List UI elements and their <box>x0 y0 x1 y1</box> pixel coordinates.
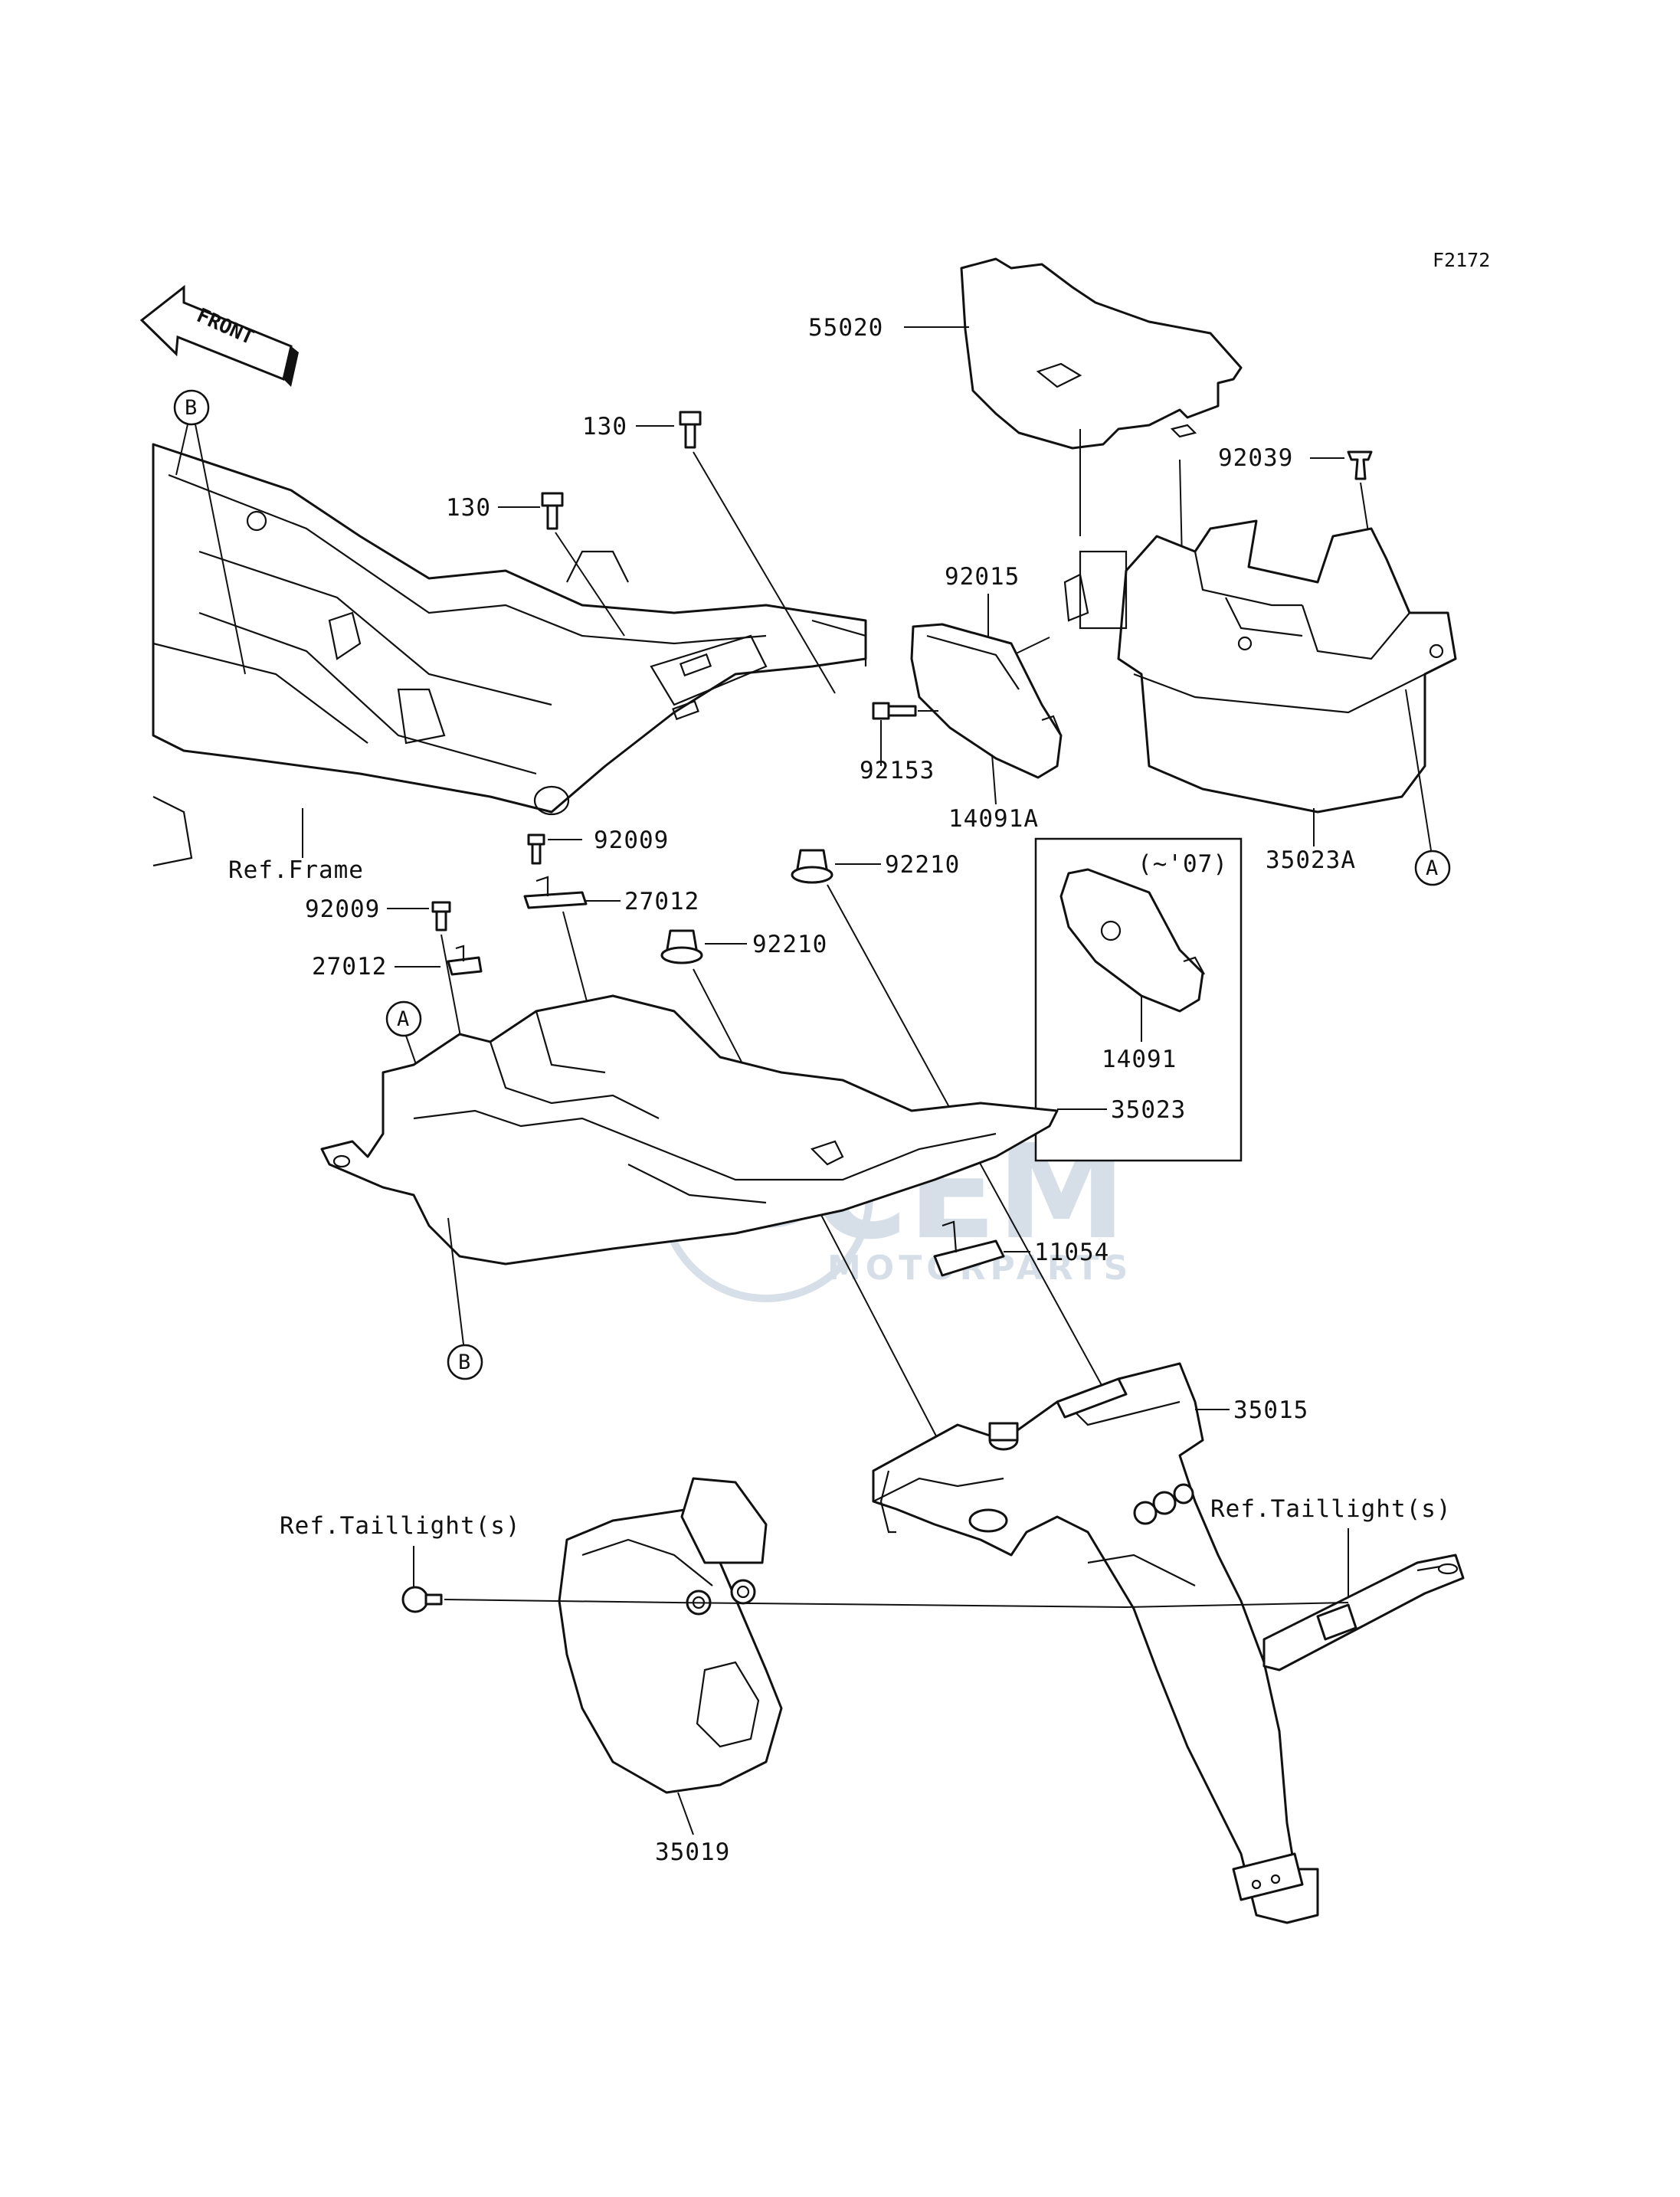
part-35023A: 35023A <box>1063 519 1457 874</box>
label-35019: 35019 <box>655 1838 730 1866</box>
part-55020: 55020 <box>808 257 1243 629</box>
label-130-a: 130 <box>582 413 627 440</box>
part-27012-b: 27012 <box>312 945 483 981</box>
part-35019: 35019 <box>558 1477 783 1866</box>
variant-note: (~'07) <box>1138 850 1228 878</box>
svg-text:A: A <box>397 1007 409 1031</box>
label-92039: 92039 <box>1218 444 1293 472</box>
part-35015: 35015 <box>872 1362 1319 1924</box>
label-14091: 14091 <box>1102 1046 1177 1073</box>
label-35023: 35023 <box>1111 1096 1186 1124</box>
label-130-b: 130 <box>446 494 491 522</box>
bolt-130-b: 130 <box>446 492 625 637</box>
label-27012-b: 27012 <box>312 953 387 981</box>
label-35015: 35015 <box>1233 1396 1308 1424</box>
part-11054: 11054 <box>933 1220 1109 1277</box>
label-92153: 92153 <box>860 757 935 784</box>
bolt-130-a: 130 <box>582 411 836 694</box>
label-92210-b: 92210 <box>752 931 827 958</box>
svg-text:B: B <box>185 396 197 420</box>
part-92153: 92153 <box>860 702 938 784</box>
part-92210-a: 92210 <box>791 849 1112 1403</box>
label-14091A: 14091A <box>948 805 1039 833</box>
label-55020: 55020 <box>808 314 883 342</box>
part-35023: 35023 <box>320 994 1186 1265</box>
svg-text:A: A <box>1426 856 1438 880</box>
callout-a-upper: A <box>1405 689 1451 886</box>
label-92009-a: 92009 <box>594 827 669 854</box>
callout-b-lower: B <box>447 1217 483 1380</box>
callout-a-lower: A <box>385 1000 422 1069</box>
part-92009-a: 92009 <box>527 827 669 865</box>
svg-text:B: B <box>458 1351 470 1374</box>
label-92009-b: 92009 <box>305 895 380 923</box>
label-35023A: 35023A <box>1266 846 1356 874</box>
taillight-ref-left: Ref.Taillight(s) <box>280 1512 1349 1613</box>
front-arrow-icon: FRONT <box>139 284 299 387</box>
label-ref-taillight-right: Ref.Taillight(s) <box>1210 1495 1452 1523</box>
label-92210-a: 92210 <box>885 851 960 879</box>
label-ref-taillight-left: Ref.Taillight(s) <box>280 1512 521 1540</box>
label-27012-a: 27012 <box>624 888 699 915</box>
diagram-code: F2172 <box>1433 249 1490 271</box>
label-92015: 92015 <box>945 563 1020 591</box>
callout-b-upper: B <box>173 389 246 675</box>
part-92039: 92039 <box>1218 444 1373 552</box>
ref-frame-label: Ref.Frame <box>228 856 364 884</box>
variant-box: (~'07) 14091 <box>1034 837 1243 1162</box>
frame-drawing <box>152 443 867 867</box>
part-14091A: 14091A <box>910 623 1063 833</box>
taillight-ref-right: Ref.Taillight(s) <box>1210 1495 1465 1671</box>
label-11054: 11054 <box>1034 1239 1109 1266</box>
